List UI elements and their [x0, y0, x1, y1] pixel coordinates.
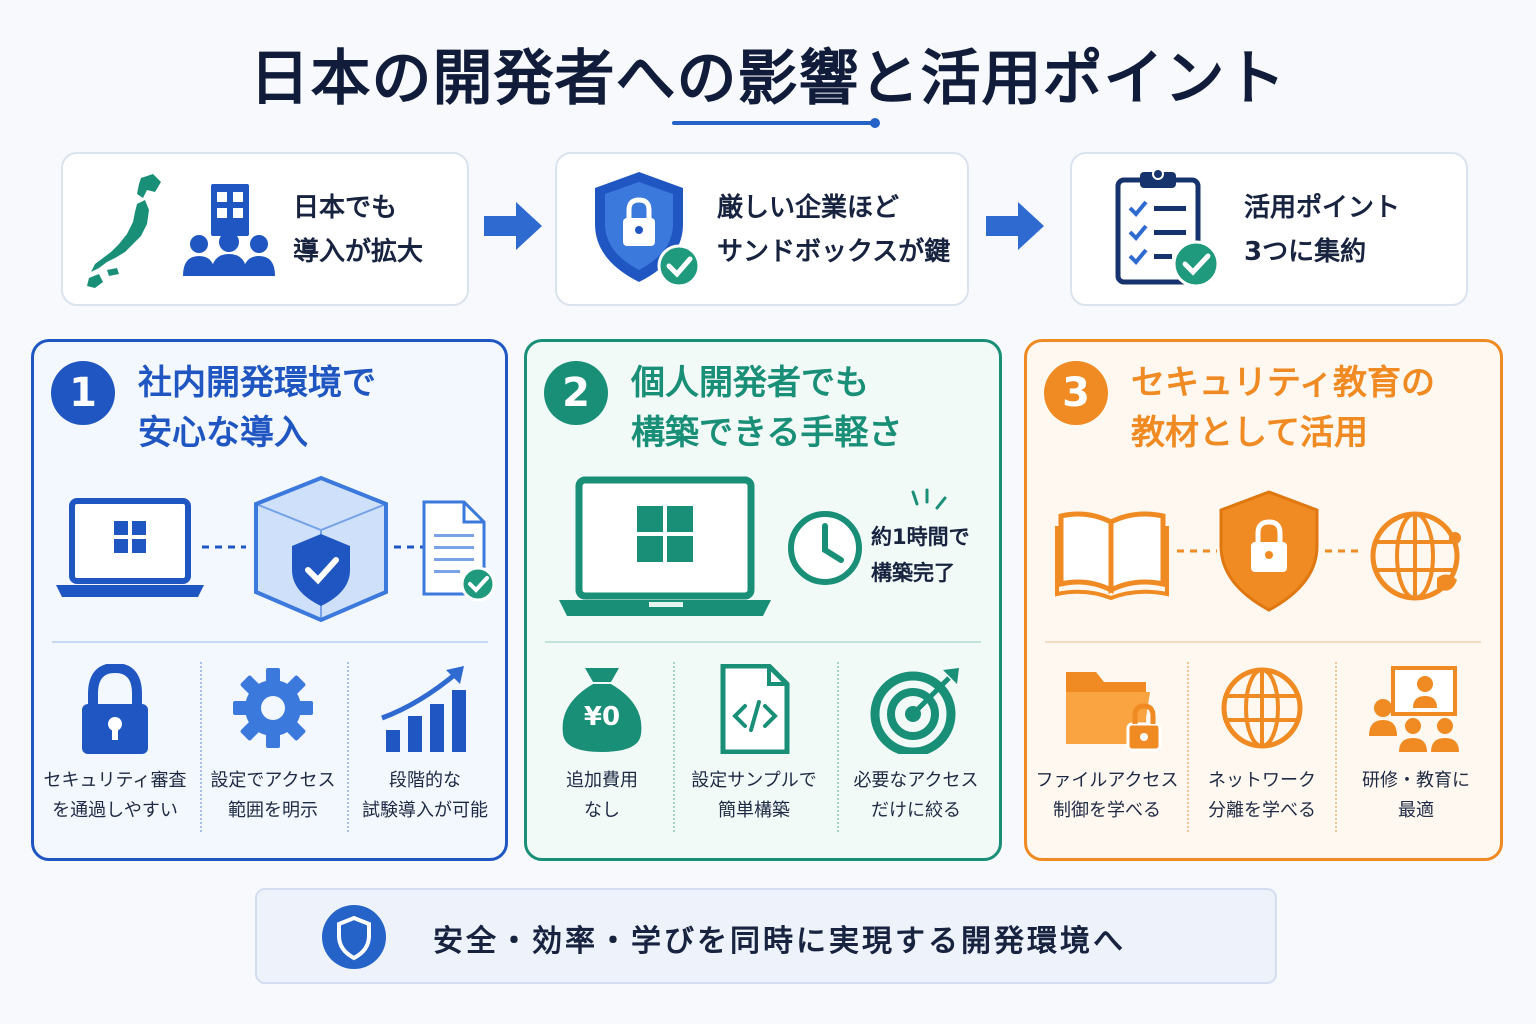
clock-icon [788, 488, 947, 585]
panel-divider [1045, 641, 1481, 643]
step-text-line1: 厳しい企業ほど [717, 193, 900, 223]
panel-title-line2: 構築できる手軽さ [631, 413, 903, 453]
item-text-line2: 分離を学べる [1208, 800, 1316, 821]
item-text-line2: 範囲を明示 [228, 800, 318, 821]
step-text-line2: 3つに集約 [1244, 237, 1367, 267]
globe-icon [1370, 511, 1461, 601]
target-icon [870, 668, 959, 754]
panel-title-line2: 安心な導入 [138, 413, 308, 453]
step-card-points: 活用ポイント 3つに集約 [1070, 152, 1468, 306]
step-text-line2: サンドボックスが鍵 [717, 237, 951, 267]
column-divider [673, 662, 675, 832]
summary-banner: 安全・効率・学びを同時に実現する開発環境へ [255, 888, 1277, 984]
dashed-connector [1325, 549, 1363, 553]
laptop-windows-icon [559, 476, 771, 616]
globe-icon [1221, 667, 1303, 749]
item-text-line1: 段階的な [389, 770, 461, 791]
money-bag-icon [562, 668, 642, 752]
item-text-line2: 試験導入が可能 [362, 800, 488, 821]
shield-icon [322, 905, 386, 969]
item-text-line2: を通過しやすい [52, 800, 178, 821]
dashed-connector [1177, 549, 1217, 553]
page-title: 日本の開発者への影響と活用ポイント [249, 44, 1287, 114]
japan-map-icon [87, 174, 161, 288]
panel-number-badge: 2 [544, 361, 608, 425]
item-text-line1: ファイルアクセス [1035, 770, 1179, 791]
step-text-line2: 導入が拡大 [293, 237, 424, 267]
padlock-icon [82, 664, 148, 754]
column-divider [347, 662, 349, 832]
code-file-icon [720, 664, 790, 754]
clipboard-check-icon [1115, 168, 1220, 288]
dashed-connector [202, 545, 246, 549]
step-card-sandbox: 厳しい企業ほど サンドボックスが鍵 [555, 152, 969, 306]
item-text-line1: 設定でアクセス [210, 770, 336, 791]
column-divider [1187, 662, 1189, 832]
office-team-icon [183, 184, 275, 276]
panel-divider [545, 641, 981, 643]
column-divider [1335, 662, 1337, 832]
item-text-line1: ネットワーク [1208, 770, 1316, 791]
sandbox-cube-icon [254, 475, 388, 623]
item-text-line1: 必要なアクセス [853, 770, 979, 791]
shield-lock-icon [595, 172, 701, 288]
money-label: ¥0 [583, 702, 621, 732]
panel-security-education: 3 セキュリティ教育の 教材として活用 ファイルアクセス 制御を学べる [1024, 339, 1503, 861]
panel-divider [52, 641, 488, 643]
item-text-line1: 設定サンプルで [691, 770, 817, 791]
shield-lock-icon [1219, 490, 1319, 612]
column-divider [200, 662, 202, 832]
growth-chart-icon [381, 666, 466, 752]
item-text-line1: セキュリティ審査 [43, 770, 187, 791]
item-text-line2: なし [584, 800, 620, 821]
gear-icon [233, 668, 313, 748]
panel-title-line1: 社内開発環境で [138, 363, 376, 403]
panel-internal-dev: 1 社内開発環境で 安心な導入 セキュリティ審査 を通過しやすい [31, 339, 508, 861]
document-check-icon [422, 500, 496, 602]
column-divider [837, 662, 839, 832]
item-text-line1: 研修・教育に [1362, 770, 1470, 791]
training-presentation-icon [1369, 666, 1459, 752]
item-text-line2: 制御を学べる [1053, 800, 1161, 821]
folder-lock-icon [1066, 672, 1162, 752]
summary-text: 安全・効率・学びを同時に実現する開発環境へ [433, 924, 1126, 959]
open-book-icon [1055, 511, 1169, 600]
step-text-line1: 活用ポイント [1244, 193, 1401, 223]
step-card-adoption: 日本でも 導入が拡大 [61, 152, 469, 306]
panel-title-line1: 個人開発者でも [631, 363, 869, 403]
panel-number-badge: 1 [51, 361, 115, 425]
dashed-connector [394, 545, 424, 549]
item-text-line2: 簡単構築 [718, 800, 790, 821]
item-text-line2: 最適 [1398, 800, 1434, 821]
item-text-line2: だけに絞る [871, 800, 961, 821]
panel-individual-dev: 2 個人開発者でも 構築できる手軽さ 約1時間で 構築完了 ¥0 追加費用 なし… [524, 339, 1002, 861]
clock-text-line2: 構築完了 [871, 561, 955, 585]
step-text-line1: 日本でも [293, 193, 398, 223]
title-underline [672, 118, 880, 128]
panel-title-line1: セキュリティ教育の [1131, 363, 1435, 403]
laptop-windows-icon [56, 498, 204, 597]
clock-text-line1: 約1時間で [871, 525, 970, 549]
arrow-right-icon [986, 202, 1044, 250]
item-text-line1: 追加費用 [566, 770, 638, 791]
panel-number-badge: 3 [1044, 361, 1108, 425]
arrow-right-icon [484, 202, 542, 250]
panel-title-line2: 教材として活用 [1131, 413, 1368, 453]
